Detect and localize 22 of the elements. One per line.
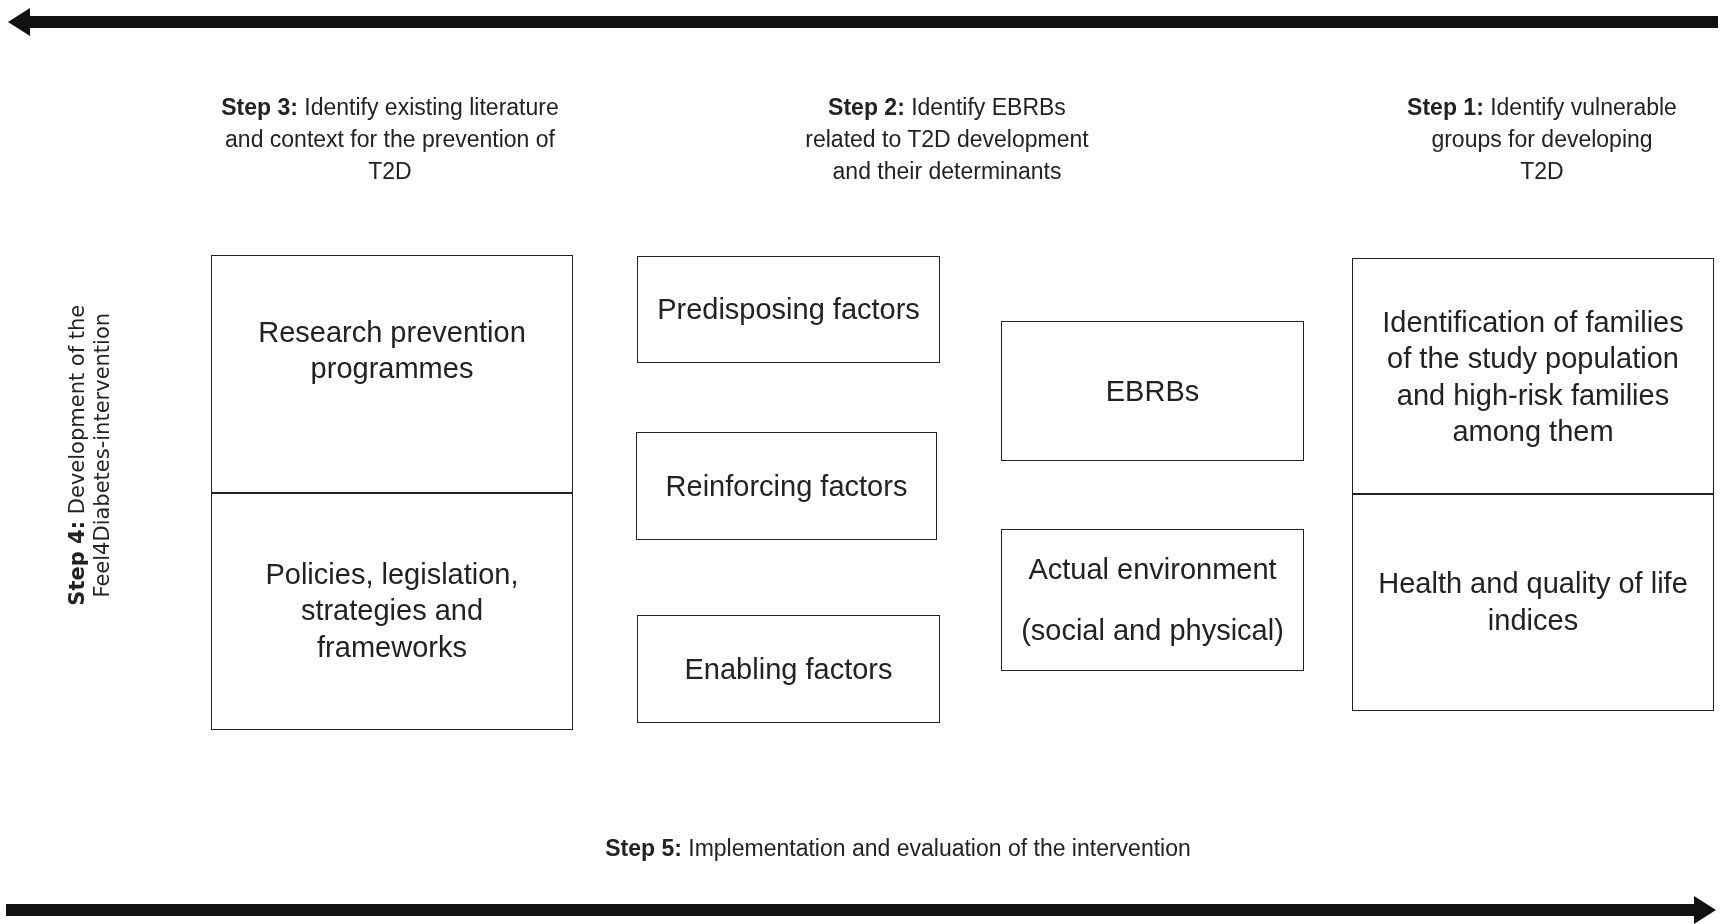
- step-label: Step 5: Implementation and evaluation of the intervention: [604, 834, 1192, 863]
- step-label: Step 3: Identify existing literature and context for the prevention of T2D: [220, 93, 560, 187]
- text-box: [1352, 492, 1714, 711]
- box-text: EBRBs: [1105, 373, 1200, 409]
- text-box: [637, 615, 940, 723]
- text-box: [1001, 321, 1304, 461]
- box-text: Reinforcing factors: [665, 468, 908, 504]
- box-text: Identification of families of the study population and high-risk families among them: [1381, 305, 1685, 449]
- box-text: Enabling factors: [684, 651, 893, 687]
- box-text: Research prevention programmes: [257, 315, 527, 387]
- step-label: Step 2: Identify EBRBs related to T2D development and their determinants: [804, 93, 1090, 187]
- box-text: Health and quality of life indices: [1377, 566, 1689, 638]
- text-box: [636, 432, 937, 540]
- text-box: [211, 491, 573, 730]
- text-box: [211, 255, 573, 494]
- box-text: Actual environment (social and physical): [1020, 552, 1285, 648]
- step-label: Step 1: Identify vulnerable groups for developing T2D: [1407, 93, 1677, 187]
- text-box: [1001, 529, 1304, 671]
- box-text: Policies, legislation, strategies and frameworks: [264, 557, 520, 665]
- text-box: [1352, 258, 1714, 495]
- box-text: Predisposing factors: [657, 292, 920, 328]
- text-box: [637, 256, 940, 363]
